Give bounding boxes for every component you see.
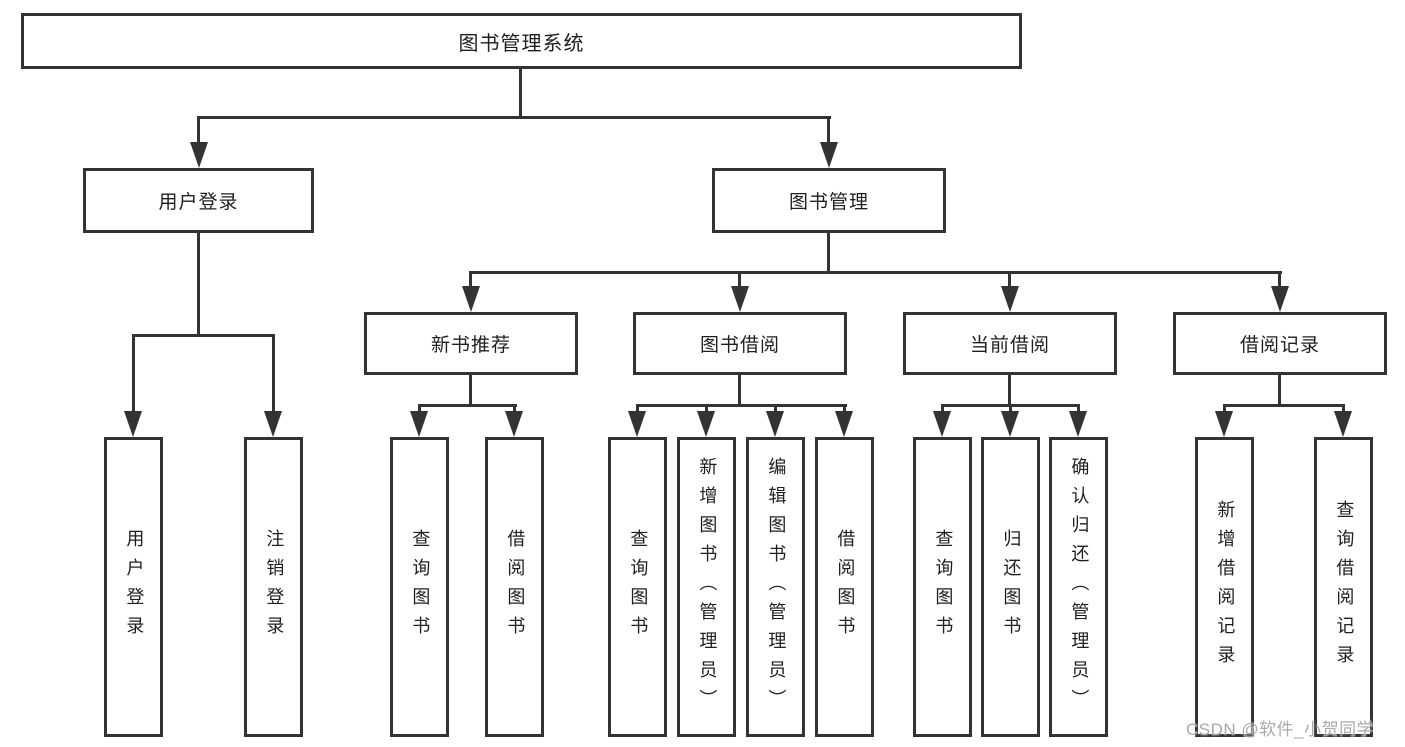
arrowhead-icon [1334, 411, 1352, 437]
connector-drop [132, 334, 135, 414]
connector-bar [636, 404, 847, 407]
node-label: 当前借阅 [969, 335, 1050, 356]
leaf-user-login: 用户登录 [104, 437, 163, 737]
node-label: 新增图书（管理员） [697, 456, 718, 718]
node-label: 借阅图书 [505, 529, 526, 645]
node-label: 图书借阅 [699, 335, 780, 356]
node-label: 编辑图书（管理员） [766, 456, 787, 718]
node-label: 用户登录 [158, 192, 239, 213]
node-label: 借阅记录 [1239, 335, 1320, 356]
connector-stem [1278, 375, 1281, 406]
node-library-management-system: 图书管理系统 [21, 13, 1022, 69]
node-book-borrowing: 图书借阅 [633, 312, 847, 375]
node-label: 查询图书 [933, 529, 954, 645]
node-label: 图书管理 [788, 192, 869, 213]
arrowhead-icon [1001, 411, 1019, 437]
connector-bar [469, 271, 1282, 274]
arrowhead-icon [766, 411, 784, 437]
connector-drop [1278, 271, 1281, 289]
connector-drop [418, 404, 421, 414]
leaf-recommend-query-books: 查询图书 [390, 437, 449, 737]
node-label: 借阅图书 [835, 529, 856, 645]
connector-stem [197, 233, 200, 336]
arrowhead-icon [628, 411, 646, 437]
connector-drop [1008, 271, 1011, 289]
arrowhead-icon [933, 411, 951, 437]
node-user-login: 用户登录 [83, 168, 314, 233]
connector-drop [1077, 404, 1080, 414]
connector-drop [636, 404, 639, 414]
connector-bar [197, 116, 831, 119]
connector-drop [272, 334, 275, 414]
leaf-borrow-query-books: 查询图书 [608, 437, 667, 737]
leaf-borrow-edit-books-admin: 编辑图书（管理员） [746, 437, 805, 737]
connector-drop [513, 404, 516, 414]
connector-stem [469, 375, 472, 406]
arrowhead-icon [462, 286, 480, 312]
arrowhead-icon [697, 411, 715, 437]
leaf-borrow-borrow-books: 借阅图书 [815, 437, 874, 737]
connector-drop [941, 404, 944, 414]
node-label: 用户登录 [124, 529, 145, 645]
connector-drop [1009, 404, 1012, 414]
arrowhead-icon [731, 286, 749, 312]
leaf-current-confirm-return-admin: 确认归还（管理员） [1049, 437, 1108, 737]
node-label: 确认归还（管理员） [1069, 456, 1090, 718]
leaf-current-return-books: 归还图书 [981, 437, 1040, 737]
leaf-recommend-borrow-books: 借阅图书 [485, 437, 544, 737]
node-label: 查询图书 [628, 529, 649, 645]
arrowhead-icon [505, 411, 523, 437]
connector-stem [827, 233, 830, 273]
arrowhead-icon [835, 411, 853, 437]
csdn-watermark: CSDN @软件_小贺同学 [1186, 720, 1375, 739]
connector-drop [1223, 404, 1226, 414]
connector-bar [418, 404, 517, 407]
node-book-management: 图书管理 [712, 168, 946, 233]
leaf-records-query-record: 查询借阅记录 [1314, 437, 1373, 737]
connector-stem [738, 375, 741, 406]
connector-stem [1008, 375, 1011, 406]
node-current-borrowing: 当前借阅 [903, 312, 1117, 375]
connector-drop [738, 271, 741, 289]
node-label: 查询图书 [410, 529, 431, 645]
leaf-current-query-books: 查询图书 [913, 437, 972, 737]
node-label: 注销登录 [264, 529, 285, 645]
arrowhead-icon [1001, 286, 1019, 312]
connector-drop [705, 404, 708, 414]
node-new-book-recommend: 新书推荐 [364, 312, 578, 375]
arrowhead-icon [820, 142, 838, 168]
connector-drop [469, 271, 472, 289]
node-borrowing-records: 借阅记录 [1173, 312, 1387, 375]
connector-stem [519, 67, 522, 119]
leaf-borrow-add-books-admin: 新增图书（管理员） [677, 437, 736, 737]
node-label: 查询借阅记录 [1334, 500, 1355, 674]
node-label: 新增借阅记录 [1215, 500, 1236, 674]
connector-drop [827, 116, 830, 146]
connector-drop [843, 404, 846, 414]
leaf-logout: 注销登录 [244, 437, 303, 737]
arrowhead-icon [264, 411, 282, 437]
leaf-records-add-record: 新增借阅记录 [1195, 437, 1254, 737]
connector-bar [132, 334, 275, 337]
node-label: 图书管理系统 [458, 32, 585, 55]
connector-drop [774, 404, 777, 414]
node-label: 新书推荐 [430, 335, 511, 356]
arrowhead-icon [1215, 411, 1233, 437]
arrowhead-icon [1271, 286, 1289, 312]
connector-drop [1342, 404, 1345, 414]
node-label: 归还图书 [1001, 529, 1022, 645]
connector-bar [1223, 404, 1345, 407]
arrowhead-icon [190, 142, 208, 168]
arrowhead-icon [1069, 411, 1087, 437]
arrowhead-icon [124, 411, 142, 437]
arrowhead-icon [410, 411, 428, 437]
connector-drop [197, 116, 200, 146]
